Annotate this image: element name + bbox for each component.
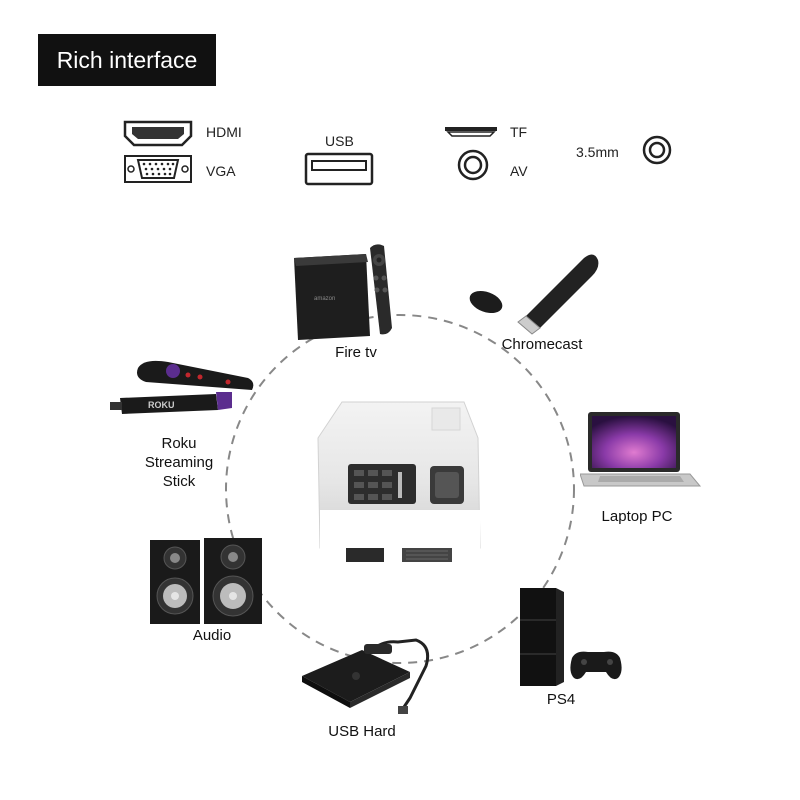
fire-tv-brand: amazon — [314, 296, 335, 302]
ps4-image — [514, 586, 624, 690]
roku-label-line2: Streaming — [144, 454, 214, 471]
tf-slot-icon — [444, 125, 498, 139]
roku-label: Roku Streaming Stick — [132, 434, 226, 491]
av-label: AV — [510, 163, 528, 179]
jack-label: 3.5mm — [576, 144, 619, 160]
chromecast-label: Chromecast — [501, 336, 583, 353]
vga-label: VGA — [206, 163, 236, 179]
tf-label: TF — [510, 124, 528, 140]
roku-brand: ROKU — [148, 400, 175, 410]
usb-port-icon — [304, 152, 374, 186]
speakers-image — [148, 536, 266, 628]
laptop-label: Laptop PC — [601, 508, 673, 525]
av-port-icon — [457, 149, 489, 181]
hdmi-port-icon — [122, 118, 194, 148]
roku-stick-image: ROKU — [108, 356, 258, 428]
page-title-text: Rich interface — [56, 46, 198, 73]
roku-label-line1: Roku — [161, 435, 197, 452]
laptop-image — [580, 410, 702, 490]
audio-label: Audio — [192, 627, 232, 644]
usb-hard-drive-image — [298, 636, 438, 716]
usb-label: USB — [325, 133, 354, 149]
fire-tv-image: amazon — [288, 238, 413, 343]
chromecast-image — [466, 244, 602, 336]
usb-hard-label: USB Hard — [328, 723, 396, 740]
roku-label-line3: Stick — [162, 473, 196, 490]
connection-circle — [223, 312, 577, 666]
page-title: Rich interface — [38, 34, 216, 86]
vga-port-icon — [122, 153, 194, 185]
audio-jack-icon — [642, 135, 672, 165]
hdmi-label: HDMI — [206, 124, 242, 140]
ps4-label: PS4 — [546, 691, 576, 708]
projector-image — [312, 398, 482, 570]
fire-tv-label: Fire tv — [335, 344, 377, 361]
